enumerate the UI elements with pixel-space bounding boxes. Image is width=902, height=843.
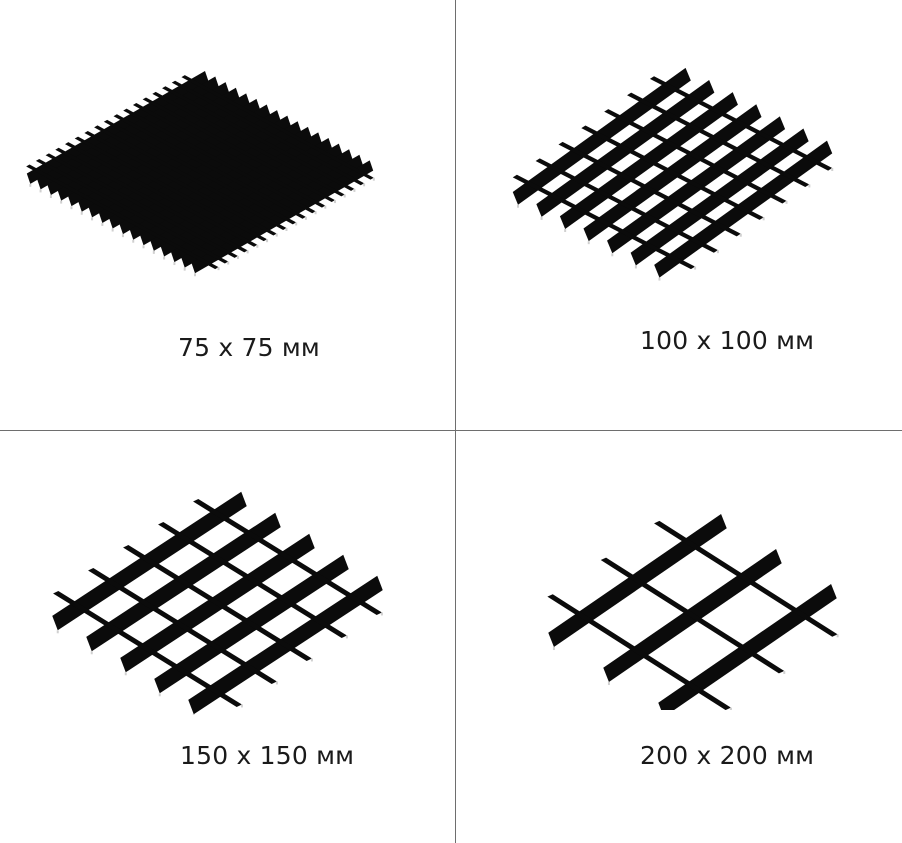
grid-bar (84, 131, 277, 236)
size-label: 200 x 200 мм (640, 741, 815, 770)
grid-bar (600, 557, 785, 674)
grid-bar (547, 594, 731, 710)
grid-bar (649, 76, 833, 171)
grid-bar (113, 114, 306, 219)
grid-bar (123, 545, 312, 661)
grid-bar (88, 568, 277, 684)
grid-bar (158, 522, 347, 638)
grid-bar (162, 86, 355, 191)
grid-bar (26, 164, 219, 270)
size-label: 150 x 150 мм (180, 741, 355, 770)
grid-bar (94, 125, 287, 230)
grid-bar (142, 97, 335, 203)
grid-bar (654, 520, 838, 637)
grid-bar (74, 136, 268, 242)
grid-bar (535, 158, 718, 253)
grid-bar (55, 147, 248, 253)
divider-horizontal (0, 430, 902, 431)
grid-bar (171, 80, 365, 186)
grid-bar (45, 153, 238, 258)
ceiling-grid-icon (512, 67, 834, 281)
grid-bar (132, 103, 326, 208)
grid-bar (193, 499, 382, 615)
ceiling-grid-icon (52, 491, 383, 715)
grid-bar (123, 108, 316, 214)
size-label: 100 x 100 мм (640, 326, 815, 355)
divider-vertical (455, 0, 456, 843)
grid-bar (103, 119, 297, 225)
grid-bar (152, 91, 345, 197)
grid-bar (558, 141, 741, 237)
ceiling-grid-icon (26, 70, 375, 277)
grid-bar (658, 583, 837, 710)
grid-bar (35, 158, 229, 264)
grid-bar (512, 174, 696, 270)
size-label: 75 x 75 мм (178, 333, 320, 362)
ceiling-grid-icon (547, 513, 839, 710)
grid-bar (65, 142, 258, 247)
grid-bar (627, 92, 810, 188)
grid-bar (53, 591, 242, 707)
grid-bar (604, 109, 787, 204)
grid-bar (181, 75, 374, 180)
grid-bar (581, 125, 764, 220)
